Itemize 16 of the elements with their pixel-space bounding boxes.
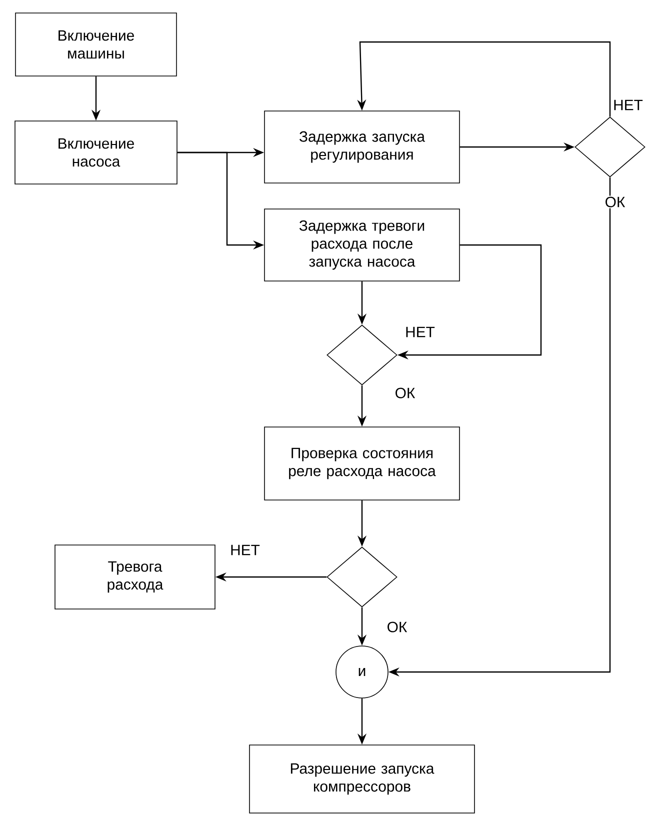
decision-diamond <box>326 324 398 386</box>
decision-diamond <box>574 116 646 178</box>
edge-label: ОК <box>394 386 416 400</box>
process-box: Разрешение запуска компрессоров <box>249 744 475 814</box>
process-box: Задержка запуска регулирования <box>264 110 460 184</box>
process-box: Проверка состояния реле расхода насоса <box>264 426 460 500</box>
process-box: Включение насоса <box>14 120 178 184</box>
process-box: Тревога расхода <box>54 544 216 610</box>
edge-label: НЕТ <box>612 98 644 112</box>
edge-label: ОК <box>604 196 626 208</box>
decision-diamond <box>326 546 398 608</box>
edge-label: НЕТ <box>404 326 436 338</box>
process-box: Задержка тревоги расхода после запуска насоса <box>264 208 460 282</box>
process-box: Включение машины <box>15 12 177 76</box>
edge-label: ОК <box>386 620 408 634</box>
edge-label: НЕТ <box>229 544 261 556</box>
